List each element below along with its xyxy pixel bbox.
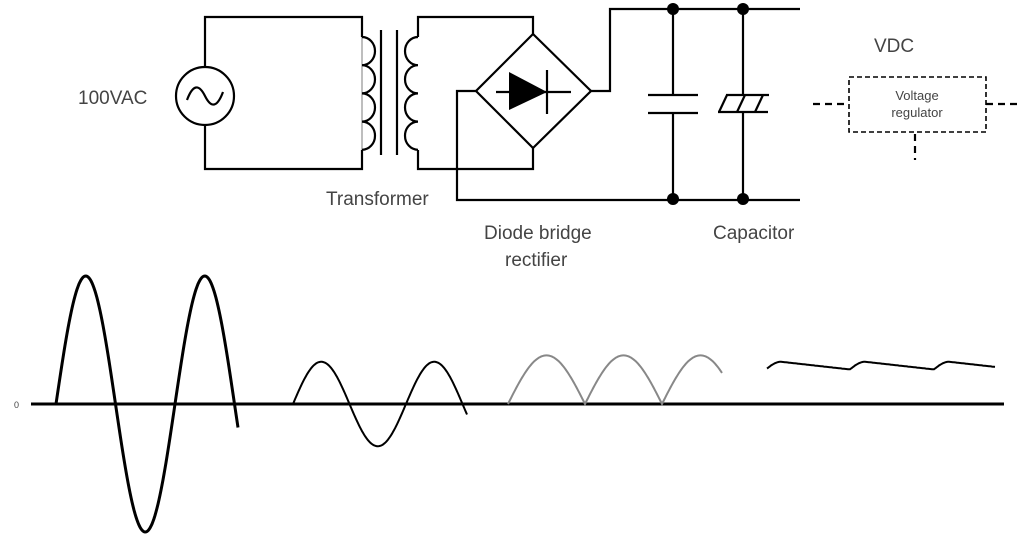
rectifier-label-line1: Diode bridge	[484, 223, 592, 244]
diode-bridge-icon	[474, 32, 593, 150]
secondary-top-wire	[416, 15, 535, 37]
capacitor-icon	[648, 9, 698, 199]
junction-dot	[737, 193, 749, 205]
voltage-regulator-box	[813, 76, 1022, 160]
waveform-transformer-output	[292, 360, 468, 448]
positive-rail	[591, 7, 800, 93]
transformer-label: Transformer	[326, 189, 429, 210]
rectifier-label-line2: rectifier	[505, 250, 568, 271]
zero-label: 0	[14, 400, 19, 410]
ac-source-icon	[174, 65, 236, 127]
regulator-label-line1: Voltage	[895, 88, 938, 103]
primary-coil	[361, 35, 377, 151]
regulator-label-line2: regulator	[891, 105, 943, 120]
junction-dot	[737, 3, 749, 15]
primary-top-wire	[203, 15, 364, 67]
source-label: 100VAC	[78, 88, 147, 109]
junction-dot	[667, 3, 679, 15]
vdc-label: VDC	[874, 36, 914, 57]
electrolytic-capacitor-icon	[718, 9, 769, 199]
junction-dot	[667, 193, 679, 205]
primary-bottom-wire	[203, 125, 364, 171]
waveform-ac-input	[54, 274, 240, 534]
junction-dots	[667, 3, 749, 205]
secondary-bottom-wire	[416, 148, 535, 171]
negative-rail	[455, 89, 800, 202]
primary-circuit	[203, 15, 364, 171]
waveform-filtered-dc	[766, 360, 996, 371]
capacitor-label: Capacitor	[713, 223, 795, 244]
transformer-icon	[361, 15, 535, 171]
waveform-rectified	[507, 354, 723, 407]
secondary-coil	[403, 35, 419, 151]
waveforms	[54, 274, 996, 534]
